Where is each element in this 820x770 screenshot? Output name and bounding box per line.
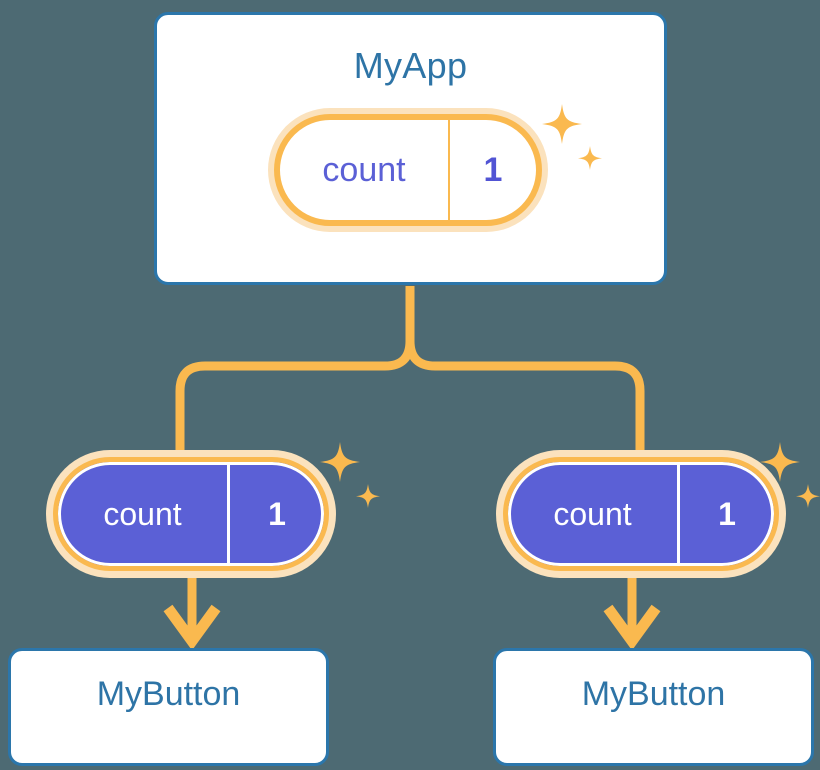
component-card-mybutton-right[interactable]: MyButton xyxy=(493,648,814,766)
arrow-down-right-head xyxy=(603,604,661,651)
sparkle-icon xyxy=(320,442,360,482)
state-pill-body[interactable]: count 1 xyxy=(274,114,542,226)
state-pill-key: count xyxy=(280,120,450,220)
sparkle-small-icon xyxy=(356,484,380,508)
state-pill-key: count xyxy=(58,462,230,566)
page-title: MyApp xyxy=(353,45,468,86)
sparkle-small-icon xyxy=(796,484,820,508)
state-pill-body[interactable]: count 1 xyxy=(53,457,329,571)
state-pill-value: 1 xyxy=(483,150,503,189)
state-pill-key: count xyxy=(508,462,680,566)
component-card-label: MyButton xyxy=(581,675,726,713)
arrow-down-left-head xyxy=(163,604,221,651)
component-card-mybutton-left[interactable]: MyButton xyxy=(8,648,329,766)
state-pill-value: 1 xyxy=(268,495,286,532)
component-card-label: MyButton xyxy=(96,675,241,713)
state-pill-body[interactable]: count 1 xyxy=(503,457,779,571)
state-pill-value: 1 xyxy=(718,495,736,532)
